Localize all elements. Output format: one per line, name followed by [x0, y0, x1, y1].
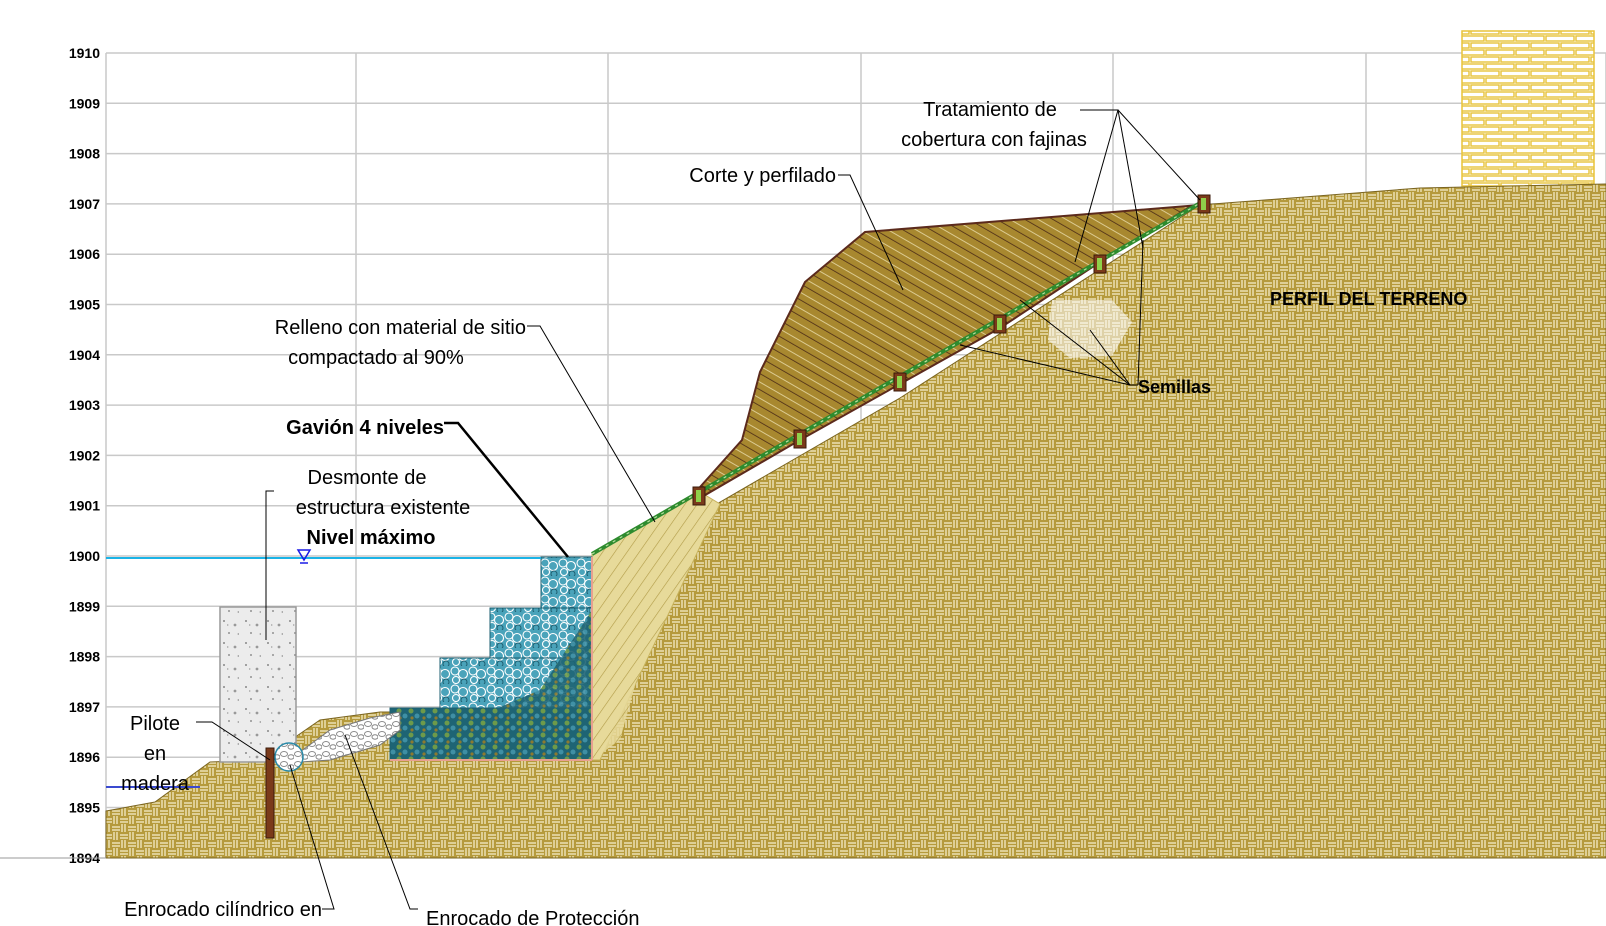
elevation-tick-label: 1897	[69, 699, 100, 715]
seed-patch	[1048, 300, 1132, 358]
label-nivel: Nivel máximo	[307, 527, 436, 549]
elevation-tick-label: 1898	[69, 649, 100, 665]
label-perfil: PERFIL DEL TERRENO	[1270, 289, 1467, 309]
elevation-tick-label: 1900	[69, 548, 100, 564]
fascines	[692, 194, 1211, 506]
label-pilote-3: madera	[121, 773, 190, 795]
elevation-tick-label: 1902	[69, 447, 100, 463]
elevation-tick-label: 1903	[69, 397, 100, 413]
elevation-tick-label: 1904	[69, 347, 100, 363]
elevation-tick-label: 1907	[69, 196, 100, 212]
fascine-sprout	[997, 318, 1002, 330]
elevation-axis: 1910 1909 1908 1907 1906 1905 1904 1903 1902 1901…	[69, 45, 100, 866]
elevation-tick-label: 1909	[69, 95, 100, 111]
label-desmonte-2: estructura existente	[296, 497, 471, 519]
fascine-sprout	[1097, 258, 1102, 270]
fascine-sprout	[696, 490, 701, 502]
label-enrocado-proteccion: Enrocado de Protección	[426, 908, 639, 926]
annotation-labels: Tratamiento de cobertura con fajinas Cor…	[121, 99, 1467, 926]
label-tratamiento-2: cobertura con fajinas	[901, 129, 1087, 151]
label-gavion: Gavión 4 niveles	[286, 417, 444, 439]
elevation-tick-label: 1899	[69, 598, 100, 614]
leader-lines	[0, 109, 1201, 910]
existing-structure	[219, 606, 297, 763]
elevation-tick-label: 1905	[69, 297, 100, 313]
elevation-tick-label: 1896	[69, 749, 100, 765]
fascine-sprout	[1201, 198, 1206, 210]
elevation-tick-label: 1910	[69, 45, 100, 61]
elevation-tick-label: 1895	[69, 800, 100, 816]
protection-rockfill	[299, 711, 401, 763]
label-pilote-1: Pilote	[130, 713, 180, 735]
elevation-tick-label: 1908	[69, 146, 100, 162]
elevation-tick-label: 1901	[69, 498, 100, 514]
wood-pile	[265, 747, 275, 839]
label-relleno-1: Relleno con material de sitio	[275, 317, 526, 339]
label-semillas: Semillas	[1138, 377, 1211, 397]
label-tratamiento-1: Tratamiento de	[923, 99, 1057, 121]
label-enrocado-cilindrico: Enrocado cilíndrico en	[124, 899, 322, 921]
cylindrical-rockfill	[274, 742, 304, 772]
gabion-wall	[389, 556, 593, 761]
elevation-tick-label: 1906	[69, 246, 100, 262]
brick-structure	[1461, 30, 1595, 187]
label-corte: Corte y perfilado	[689, 165, 836, 187]
fascine-sprout	[797, 433, 802, 445]
label-desmonte-1: Desmonte de	[308, 467, 427, 489]
label-relleno-2: compactado al 90%	[288, 347, 464, 369]
fascine-sprout	[897, 376, 902, 388]
compacted-fill-lower	[592, 520, 680, 760]
label-pilote-2: en	[144, 743, 166, 765]
water-level-symbol	[296, 549, 312, 562]
